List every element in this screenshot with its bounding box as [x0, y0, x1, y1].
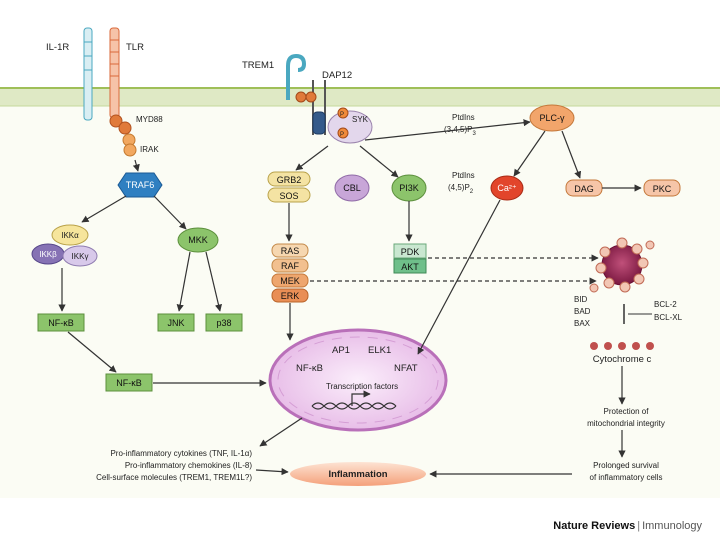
bid-label: BID — [574, 295, 588, 304]
ikkb-label: IKKβ — [39, 250, 57, 259]
inflammation-glow — [290, 462, 426, 486]
erk-label: ERK — [281, 291, 300, 301]
mek-box — [271, 273, 309, 288]
output-chemokines: Pro-inflammatory chemokines (IL-8) — [125, 461, 252, 470]
cbl-node — [334, 174, 370, 202]
jnk-label: JNK — [167, 318, 184, 328]
cytochrome-label: Cytochrome c — [593, 354, 652, 365]
calcium-node — [490, 175, 524, 201]
dashed-arrows — [310, 254, 599, 285]
ptdins45-base: (4,5)P — [448, 183, 470, 192]
traf6-hexagon — [117, 172, 163, 198]
inflammation-label: Inflammation — [328, 469, 387, 480]
sos-box — [267, 187, 311, 203]
myd88-label: MYD88 — [136, 115, 163, 124]
output-cytokines: Pro-inflammatory cytokines (TNF, IL-1α) — [110, 449, 252, 458]
raf-box — [271, 258, 309, 273]
bax-label: BAX — [574, 319, 591, 328]
protection-line2: mitochondrial integrity — [587, 419, 665, 428]
plcg-node — [529, 104, 575, 132]
sos-label: SOS — [279, 191, 298, 201]
nfat-label: NFAT — [394, 363, 418, 374]
survival-line2: of inflammatory cells — [590, 473, 663, 482]
nucleus — [268, 328, 448, 432]
plcg-label: PLC-γ — [539, 113, 565, 123]
mek-label: MEK — [280, 276, 300, 286]
grb2-box — [267, 171, 311, 187]
trem1-receptor — [286, 53, 307, 100]
ikkg-node — [62, 245, 98, 267]
syk-kinase — [327, 107, 373, 144]
akt-box — [393, 258, 427, 274]
cytoplasm-background — [0, 88, 720, 498]
protection-line1: Protection of — [604, 407, 650, 416]
ikka-node — [51, 224, 89, 246]
cbl-label: CBL — [343, 183, 361, 193]
transcription-factors-label: Transcription factors — [326, 382, 398, 391]
ras-box — [271, 243, 309, 258]
syk-label: SYK — [352, 115, 369, 124]
journal-name: Immunology — [642, 520, 702, 532]
dna-helix — [311, 402, 397, 410]
nucleus-nfkb-label: NF-κB — [296, 363, 323, 374]
pathway-arrows — [58, 119, 642, 478]
mkk-node — [177, 227, 219, 253]
calcium-label: Ca²⁺ — [497, 183, 517, 193]
p38-box — [205, 313, 243, 332]
journal-separator: | — [637, 520, 641, 532]
nfkb-top-label: NF-κB — [48, 318, 74, 328]
dap12-label: DAP12 — [322, 70, 352, 81]
transcription-start-arrow — [351, 390, 371, 406]
nfkb-top-box — [37, 313, 85, 332]
il1r-receptor — [83, 27, 93, 121]
ptdins45-line1: PtdIns — [452, 171, 475, 180]
myd88-complex — [109, 114, 137, 157]
mitochondrion — [589, 237, 655, 293]
nfkb-bottom-box — [105, 373, 153, 392]
ptdins345-subscript: 3 — [472, 131, 476, 137]
pdk-label: PDK — [401, 247, 420, 257]
pdk-box — [393, 243, 427, 259]
il1r-label: IL-1R — [46, 42, 69, 53]
ap1-label: AP1 — [332, 345, 350, 356]
tlr-receptor — [109, 27, 120, 119]
phospho-label-bottom: P — [340, 132, 344, 138]
bad-label: BAD — [574, 307, 591, 316]
tlr-label: TLR — [126, 42, 144, 53]
traf6-label: TRAF6 — [126, 180, 155, 190]
dag-label: DAG — [574, 184, 594, 194]
ptdins45-line2: (4,5)P2 — [448, 183, 474, 195]
erk-box — [271, 288, 309, 303]
ras-label: RAS — [281, 246, 300, 256]
cell-membrane — [0, 88, 720, 106]
survival-line1: Prolonged survival — [593, 461, 659, 470]
trem1-label: TREM1 — [242, 60, 274, 71]
bclxl-label: BCL-XL — [654, 313, 683, 322]
raf-label: RAF — [281, 261, 300, 271]
pi3k-label: PI3K — [399, 183, 419, 193]
ikka-label: IKKα — [61, 231, 79, 240]
p38-label: p38 — [216, 318, 231, 328]
pkc-box — [643, 179, 681, 197]
mkk-label: MKK — [188, 235, 208, 245]
phospho-label-top: P — [340, 112, 344, 118]
cytochrome-c-dots — [590, 342, 654, 350]
journal-brand: Nature Reviews — [553, 520, 636, 532]
elk1-label: ELK1 — [368, 345, 391, 356]
bcl2-label: BCL-2 — [654, 300, 677, 309]
ptdins45-subscript: 2 — [470, 189, 474, 195]
dna-helix-strand2 — [311, 402, 397, 410]
nfkb-bottom-label: NF-κB — [116, 378, 142, 388]
ikkg-label: IKKγ — [72, 252, 89, 261]
journal-credit: Nature Reviews|Immunology — [553, 520, 702, 532]
dap12-adaptor — [295, 80, 326, 135]
jnk-box — [157, 313, 195, 332]
irak-label: IRAK — [140, 145, 159, 154]
output-surface-molecules: Cell-surface molecules (TREM1, TREM1L?) — [96, 473, 252, 482]
pkc-label: PKC — [653, 184, 672, 194]
ptdins345-line1: PtdIns — [452, 113, 475, 122]
akt-label: AKT — [401, 262, 419, 272]
grb2-label: GRB2 — [277, 175, 302, 185]
